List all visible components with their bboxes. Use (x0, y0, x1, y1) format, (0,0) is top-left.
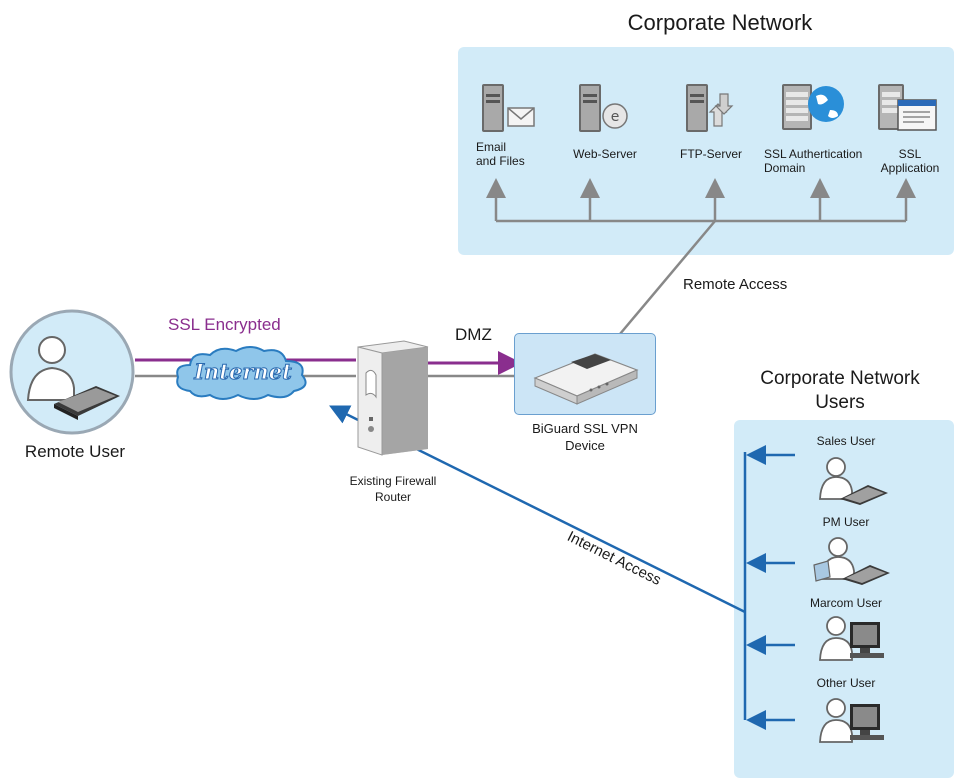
internet-cloud-icon: Internet (170, 343, 316, 403)
desktop-user-icon (819, 696, 886, 746)
web-server-icon: e (573, 82, 633, 138)
ftp-server-icon (680, 82, 740, 138)
vpn-device-box (514, 333, 656, 415)
vpn-device-label: BiGuard SSL VPN Device (532, 421, 638, 453)
user-label-pm: PM User (822, 515, 870, 529)
user-label-marcom: Marcom User (809, 596, 882, 610)
remote-user-icon (8, 308, 136, 436)
svg-text:e: e (611, 109, 620, 125)
server-label-web: Web-Server (573, 147, 637, 161)
laptop-user-icon (818, 455, 890, 507)
firewall-label: Existing Firewall Router (349, 474, 437, 504)
firewall-router-icon (352, 337, 432, 457)
remote-access-link (619, 220, 716, 335)
user-label-other: Other User (816, 676, 876, 690)
server-label-ssl-auth: SSL Authertication Domain (764, 147, 863, 175)
server-label-ssl-app: SSL Application (880, 147, 940, 175)
remote-user-label: Remote User (24, 442, 126, 461)
corporate-users-title: Corporate Network Users (760, 368, 920, 413)
corporate-network-title: Corporate Network (627, 10, 813, 35)
desktop-user-icon (819, 614, 886, 664)
dmz-label: DMZ (455, 325, 492, 344)
remote-access-label: Remote Access (683, 276, 788, 293)
server-bus (486, 178, 916, 223)
ssl-application-server-icon (876, 80, 938, 138)
internet-cloud-text: Internet (194, 359, 293, 385)
server-label-ftp: FTP-Server (679, 147, 742, 161)
laptop-user-icon (812, 535, 892, 587)
email-server-icon (476, 82, 536, 138)
user-label-sales: Sales User (816, 434, 876, 448)
server-label-email: Email and Files (476, 140, 525, 168)
ssl-auth-server-icon (780, 80, 846, 138)
ssl-encrypted-label: SSL Encrypted (168, 315, 281, 334)
